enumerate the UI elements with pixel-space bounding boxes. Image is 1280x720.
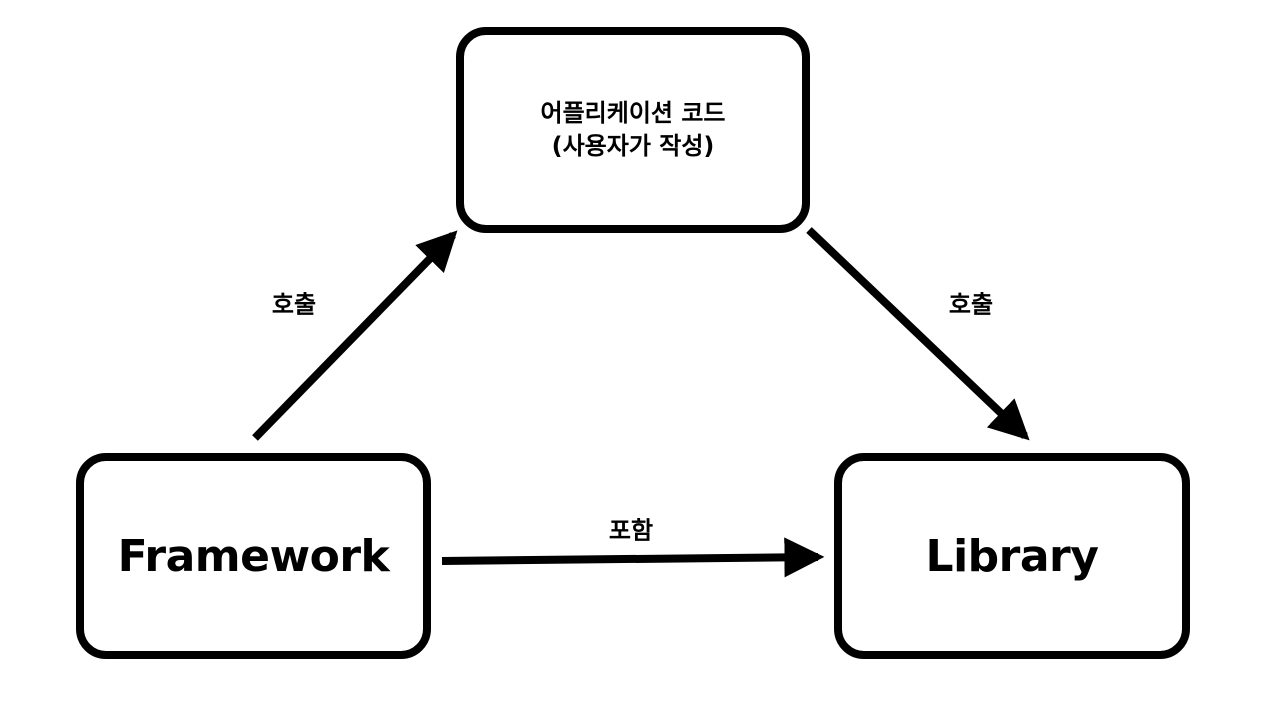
application-code-box: 어플리케이션 코드 (사용자가 작성)	[456, 27, 810, 233]
application-code-subtitle: (사용자가 작성)	[551, 132, 715, 160]
arrow-application-to-library	[806, 227, 1030, 441]
application-code-title: 어플리케이션 코드	[540, 99, 726, 127]
arrow-framework-to-application	[252, 230, 458, 441]
edge-label-framework-calls-application: 호출	[271, 290, 317, 319]
library-label: Library	[925, 530, 1099, 582]
arrow-framework-to-library	[441, 537, 825, 578]
framework-box: Framework	[76, 453, 431, 659]
framework-label: Framework	[117, 530, 390, 582]
edge-label-application-calls-library: 호출	[948, 290, 994, 319]
library-box: Library	[834, 453, 1190, 659]
edge-label-framework-includes-library: 포함	[608, 516, 654, 545]
